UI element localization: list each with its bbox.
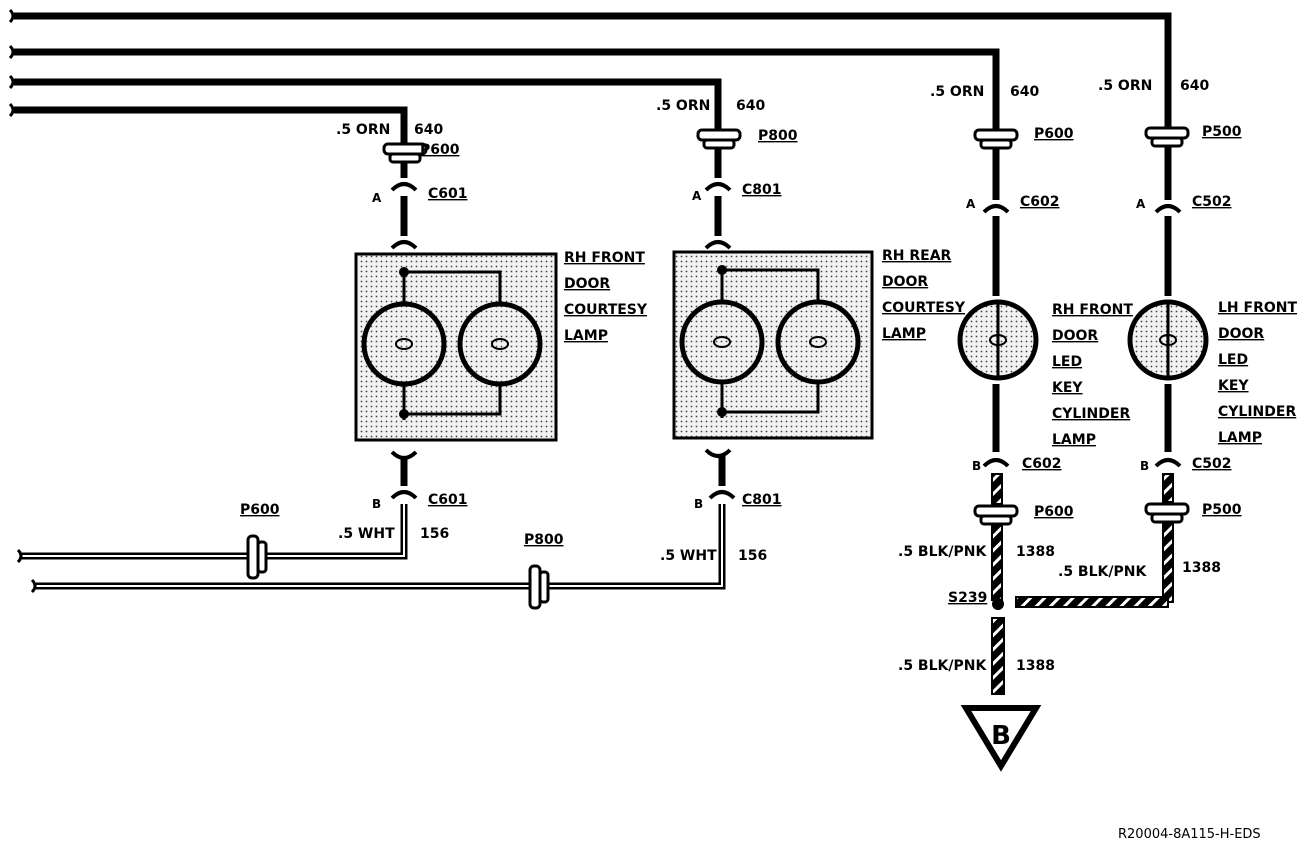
lamp-label-rh-rear-courtesy: RH REAR DOOR COURTESY LAMP [882, 248, 966, 342]
feed-gauge-label: .5 ORN [1098, 78, 1152, 94]
pass-through-label: P500 [1202, 124, 1242, 140]
grommet-icon [1144, 502, 1190, 524]
pass-through-label: P500 [1202, 502, 1242, 518]
component-label: DOOR [882, 274, 928, 290]
connector-socket-icon [704, 182, 732, 192]
connector-socket-icon [982, 204, 1010, 214]
component-label: LED [1052, 354, 1082, 370]
return-gauge-label: .5 BLK/PNK [898, 544, 987, 560]
component-label: DOOR [1052, 328, 1098, 344]
lamp-label-rh-front-courtesy: RH FRONT DOOR COURTESY LAMP [564, 250, 648, 344]
component-label: RH REAR [882, 248, 952, 264]
pass-through-label: P800 [758, 128, 798, 144]
component-label: LAMP [1052, 432, 1096, 448]
branch-rh-front-key: .5 ORN 640 P600 A C602 B C602 P600 .5 BL… [898, 84, 1074, 601]
ground-label: B [991, 721, 1011, 751]
return-gauge-label: .5 BLK/PNK [898, 658, 987, 674]
component-label: KEY [1052, 380, 1083, 396]
feed-gauge-label: .5 ORN [930, 84, 984, 100]
connector-label: C502 [1192, 456, 1232, 472]
pass-through-label: P600 [420, 142, 460, 158]
component-label: LAMP [882, 326, 926, 342]
triangle-icon [960, 705, 1042, 772]
pin-label: A [966, 197, 976, 211]
component-label: RH FRONT [1052, 302, 1133, 318]
pin-label: A [372, 191, 382, 205]
component-label: LED [1218, 352, 1248, 368]
connector-label: C502 [1192, 194, 1232, 210]
pass-through-label: P800 [524, 532, 564, 548]
return-gauge-label: .5 BLK/PNK [1058, 564, 1147, 580]
lamp-label-rh-front-key: RH FRONT DOOR LED KEY CYLINDER LAMP [1052, 302, 1133, 448]
component-label: COURTESY [564, 302, 648, 318]
grommet-icon [246, 534, 268, 580]
component-label: LAMP [1218, 430, 1262, 446]
ground-marker-b: B [960, 705, 1042, 772]
bulb-icon [457, 301, 543, 387]
return-gauge-label: .5 WHT [660, 548, 717, 564]
component-label: COURTESY [882, 300, 966, 316]
return-circuit-label: 1388 [1016, 544, 1055, 560]
component-label: CYLINDER [1052, 406, 1130, 422]
connector-socket-icon [390, 182, 418, 192]
bulb-icon [775, 299, 861, 385]
pin-label: A [1136, 197, 1146, 211]
component-label: CYLINDER [1218, 404, 1296, 420]
connector-label: C602 [1020, 194, 1060, 210]
pin-label: B [372, 497, 381, 511]
grommet-icon [973, 504, 1019, 526]
grommet-icon [973, 128, 1019, 150]
branch-lh-front-key: .5 ORN 640 P500 A C502 B C502 P500 .5 BL… [1015, 78, 1242, 608]
grommet-icon [528, 564, 550, 610]
connector-socket-icon [1154, 204, 1182, 214]
splice-dot-icon [992, 598, 1004, 610]
feed-circuit-label: 640 [736, 98, 765, 114]
feed-wires [8, 8, 1172, 200]
connector-label: C601 [428, 492, 468, 508]
connector-label: C601 [428, 186, 468, 202]
grommet-icon [382, 142, 428, 164]
component-label: LH FRONT [1218, 300, 1297, 316]
component-label: RH FRONT [564, 250, 645, 266]
pin-label: B [972, 459, 981, 473]
pin-label: A [692, 189, 702, 203]
feed-gauge-label: .5 ORN [336, 122, 390, 138]
lamp-label-lh-front-key: LH FRONT DOOR LED KEY CYLINDER LAMP [1218, 300, 1297, 446]
feed-circuit-label: 640 [1010, 84, 1039, 100]
pass-through-label: P600 [1034, 504, 1074, 520]
bulb-icon [361, 301, 447, 387]
pin-label: B [1140, 459, 1149, 473]
return-gauge-label: .5 WHT [338, 526, 395, 542]
bulb-icon [679, 299, 765, 385]
return-circuit-label: 156 [420, 526, 449, 542]
component-label: KEY [1218, 378, 1249, 394]
grommet-icon [1144, 126, 1190, 148]
splice-s239: S239 .5 BLK/PNK 1388 [898, 590, 1055, 695]
pass-through-label: P600 [240, 502, 280, 518]
connector-label: C801 [742, 182, 782, 198]
component-label: DOOR [564, 276, 610, 292]
feed-circuit-label: 640 [1180, 78, 1209, 94]
component-label: DOOR [1218, 326, 1264, 342]
branch-rh-front-courtesy: .5 ORN 640 P600 A C601 B C601 .5 WHT 156 [16, 122, 558, 580]
feed-circuit-label: 640 [414, 122, 443, 138]
return-circuit-label: 1388 [1182, 560, 1221, 576]
pass-through-label: P600 [1034, 126, 1074, 142]
return-circuit-label: 1388 [1016, 658, 1055, 674]
connector-label: C602 [1022, 456, 1062, 472]
component-label: LAMP [564, 328, 608, 344]
pin-label: B [694, 497, 703, 511]
return-circuit-label: 156 [738, 548, 767, 564]
connector-label: C801 [742, 492, 782, 508]
drawing-reference: R20004-8A115-H-EDS [1118, 827, 1261, 842]
grommet-icon [696, 128, 742, 150]
branch-rh-rear-courtesy: .5 ORN 640 P800 A C801 B C801 .5 WHT 156 [30, 98, 874, 610]
splice-label: S239 [948, 590, 987, 606]
feed-gauge-label: .5 ORN [656, 98, 710, 114]
